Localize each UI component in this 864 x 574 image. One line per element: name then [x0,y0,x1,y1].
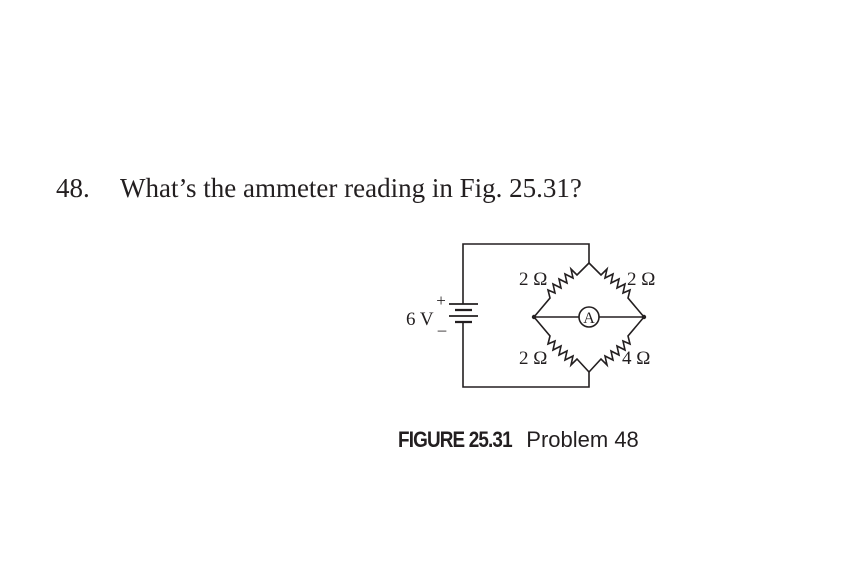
resistor-bottom-left-label: 2 Ω [519,348,547,369]
problem-number: 48. [56,173,90,203]
resistor-top-right-icon [588,262,645,318]
resistor-top-left-label: 2 Ω [519,269,547,290]
battery-icon [449,303,478,324]
battery-label: 6 V [406,309,434,330]
battery-minus: – [437,320,447,339]
problem-statement: 48. What’s the ammeter reading in Fig. 25… [56,170,582,206]
wire-top [462,243,590,304]
ammeter-icon [578,306,600,328]
battery-plus: + [436,291,446,310]
wire-bottom [462,322,590,388]
resistor-bottom-right-icon [588,316,645,373]
figure-caption-label: FIGURE 25.31 [398,427,513,452]
resistor-bottom-right-label: 4 Ω [622,348,650,369]
figure-caption: FIGURE 25.31 Problem 48 [398,425,639,455]
ammeter-symbol: A [583,310,595,327]
resistor-top-left-icon [533,262,590,318]
problem-question: What’s the ammeter reading in Fig. 25.31… [120,173,582,203]
junction-right [641,314,647,320]
resistor-bottom-left-icon [533,316,590,373]
figure-caption-text: Problem 48 [526,427,639,452]
junction-left [531,314,537,320]
resistor-top-right-label: 2 Ω [627,269,655,290]
